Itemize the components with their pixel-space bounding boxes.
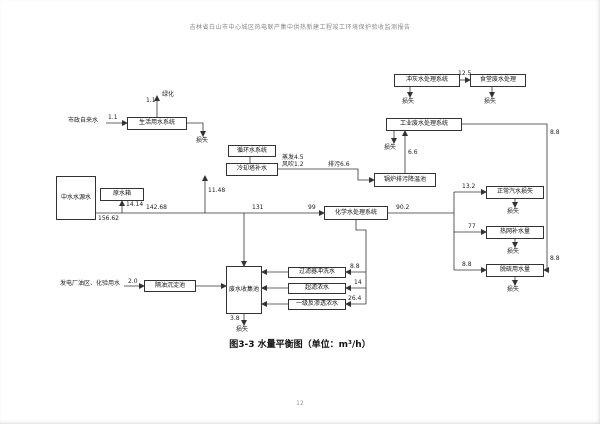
flow-label-30: 3.8 [230, 315, 240, 322]
flow-label-20: 99 [308, 204, 316, 211]
node-circ: 循环水系统 [228, 145, 276, 157]
node-roconc: 一级反渗透浓水 [288, 299, 346, 310]
flow-label-3: 绿化 [162, 91, 175, 98]
flow-edge-26 [355, 220, 367, 304]
flow-label-33: 14 [354, 279, 362, 286]
page-number: 12 [296, 400, 304, 407]
node-industrial: 工业废水处理系统 [386, 118, 462, 131]
flow-label-13: 风吹1.2 [282, 161, 304, 168]
flow-label-15: 11.48 [208, 187, 226, 194]
figure-caption: 图3-3 水量平衡图（单位：m³/h） [229, 340, 371, 350]
node-canteen: 食堂废水处理 [470, 74, 526, 87]
node-ash: 冲灰水处理系统 [394, 74, 460, 87]
flow-label-28: 发电厂油区、化验用水 [60, 280, 121, 287]
flow-label-29: 2.0 [128, 278, 138, 285]
node-blowdown: 锅炉排污降温池 [374, 173, 436, 187]
flow-label-24: 8.8 [462, 261, 472, 268]
node-oilsep: 隔油沉淀池 [144, 280, 196, 292]
flow-label-34: 26.4 [348, 295, 362, 302]
flow-label-25: 损失 [507, 208, 520, 215]
flow-label-0: 市政自来水 [68, 117, 99, 124]
flow-label-1: 1.1 [108, 114, 118, 121]
flow-label-4: 损失 [196, 137, 209, 144]
flow-label-2: 1.1 [146, 97, 156, 104]
flow-label-5: 12.5 [458, 70, 472, 77]
flow-label-7: 损失 [484, 98, 497, 105]
flow-label-32: 8.8 [350, 263, 360, 270]
flow-label-11: 6.6 [408, 149, 418, 156]
flow-label-12: 蒸发4.5 [282, 154, 304, 161]
node-source: 中水水源水 [56, 176, 96, 220]
flow-label-31: 损失 [236, 326, 249, 333]
flow-label-23: 77 [468, 223, 476, 230]
flow-label-26: 损失 [507, 248, 520, 255]
node-heatnet: 热网补水量 [486, 226, 544, 239]
flow-label-6: 损失 [402, 98, 415, 105]
flow-edge-9 [278, 168, 375, 183]
node-cool: 冷却塔补水 [226, 163, 278, 176]
flow-label-14: 排污6.6 [328, 161, 350, 168]
node-chem: 化学水处理系统 [324, 206, 388, 220]
flow-label-18: 142.68 [146, 204, 167, 211]
flow-label-8: 损失 [384, 144, 397, 151]
node-filterwash: 过滤器冲洗水 [288, 267, 346, 278]
flow-edge-8 [462, 123, 549, 273]
flow-edge-2 [187, 122, 206, 137]
node-life: 生活用水系统 [127, 117, 187, 130]
node-tank: 废水收集池 [226, 266, 262, 314]
flow-label-17: 14.14 [126, 201, 144, 208]
flow-label-22: 13.2 [462, 183, 476, 190]
flow-label-9: 8.8 [550, 129, 560, 136]
flow-label-27: 损失 [507, 286, 520, 293]
flow-label-21: 90.2 [396, 204, 410, 211]
flow-label-19: 131 [252, 204, 264, 211]
node-rawtank: 原水箱 [100, 188, 144, 201]
node-ufconc: 超滤浓水 [288, 283, 346, 294]
flow-label-10: 8.8 [550, 255, 560, 262]
flow-label-16: 156.62 [98, 215, 119, 222]
node-desulf: 脱硫用水量 [486, 264, 544, 277]
node-steamloss: 正常汽水损失 [486, 186, 544, 199]
report-header: 吉林省白山市中心城区热电联产集中供热新建工程竣工环境保护验收监测报告 [189, 24, 411, 31]
